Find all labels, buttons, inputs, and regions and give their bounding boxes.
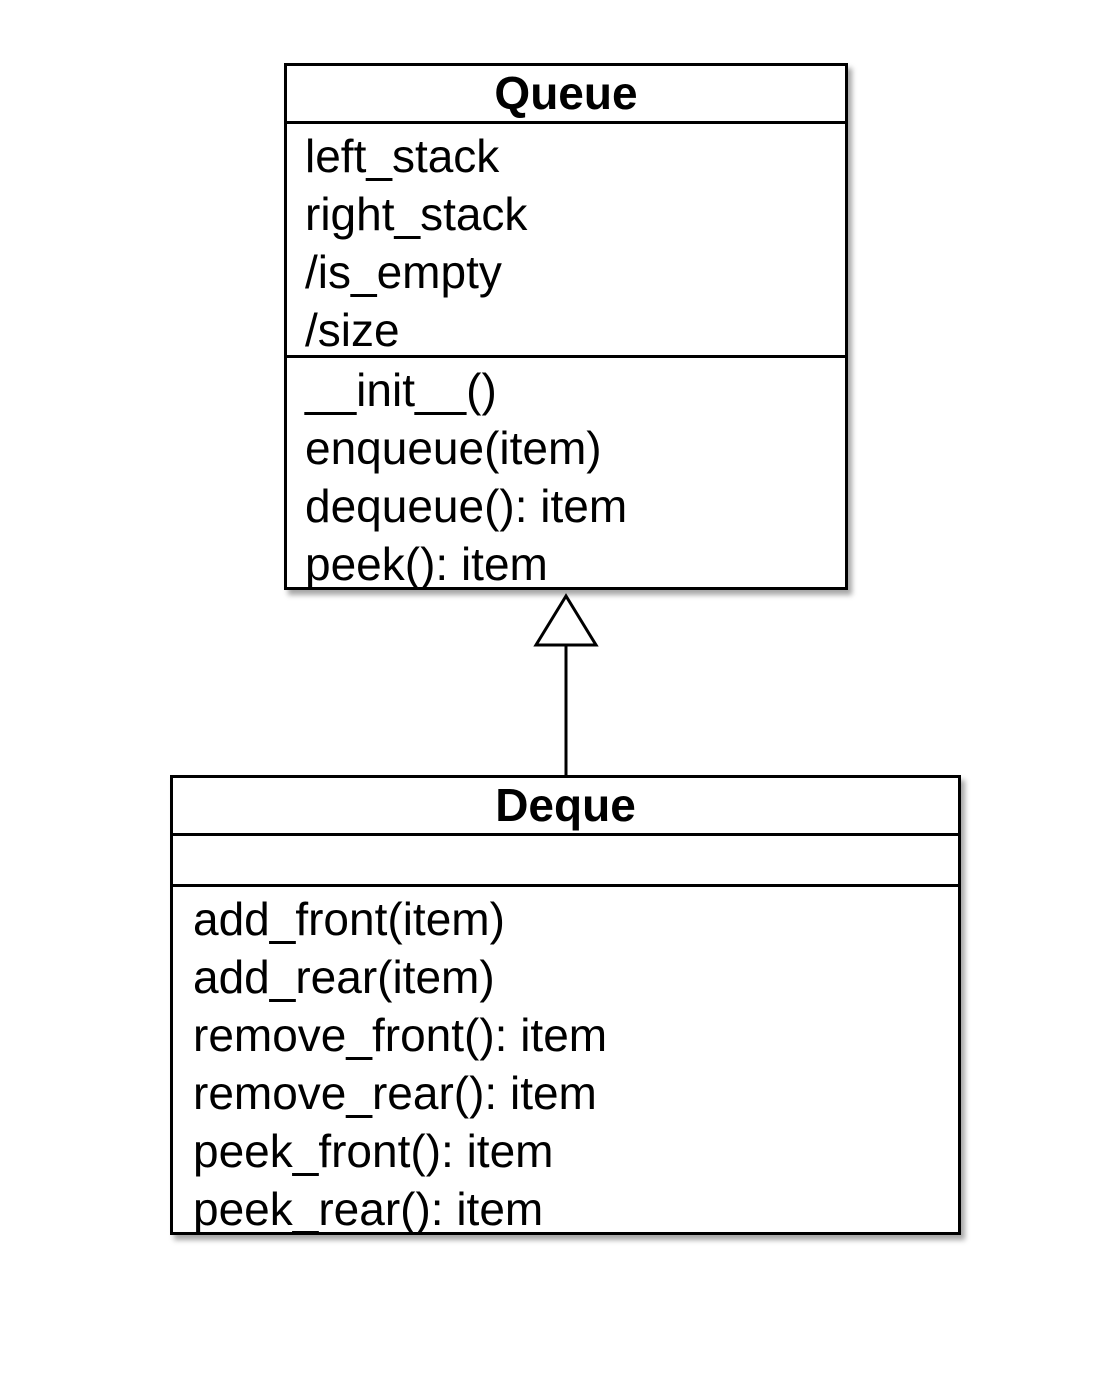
attribute: /size [305, 304, 400, 356]
operation: peek_front(): item [193, 1125, 554, 1177]
operation: remove_front(): item [193, 1009, 608, 1061]
operation: dequeue(): item [305, 480, 628, 532]
attribute: /is_empty [305, 246, 502, 298]
operation: remove_rear(): item [193, 1067, 597, 1119]
deque-class-box: Deque add_front(item) add_rear(item) rem… [170, 775, 961, 1235]
attribute: left_stack [305, 130, 500, 182]
operation: enqueue(item) [305, 422, 602, 474]
operation: peek_rear(): item [193, 1183, 544, 1235]
class-name: Deque [173, 778, 958, 836]
queue-class-box: Queue left_stack right_stack /is_empty /… [284, 63, 848, 590]
hollow-triangle-arrowhead [533, 593, 599, 647]
attribute: right_stack [305, 188, 528, 240]
attributes-compartment [173, 836, 958, 887]
attributes-compartment: left_stack right_stack /is_empty /size [287, 124, 845, 358]
operations-compartment: add_front(item) add_rear(item) remove_fr… [173, 887, 958, 1238]
operation: add_rear(item) [193, 951, 495, 1003]
operation: peek(): item [305, 538, 548, 590]
operation: __init__() [305, 364, 497, 416]
operations-compartment: __init__() enqueue(item) dequeue(): item… [287, 358, 845, 593]
class-name: Queue [287, 66, 845, 124]
operation: add_front(item) [193, 893, 505, 945]
